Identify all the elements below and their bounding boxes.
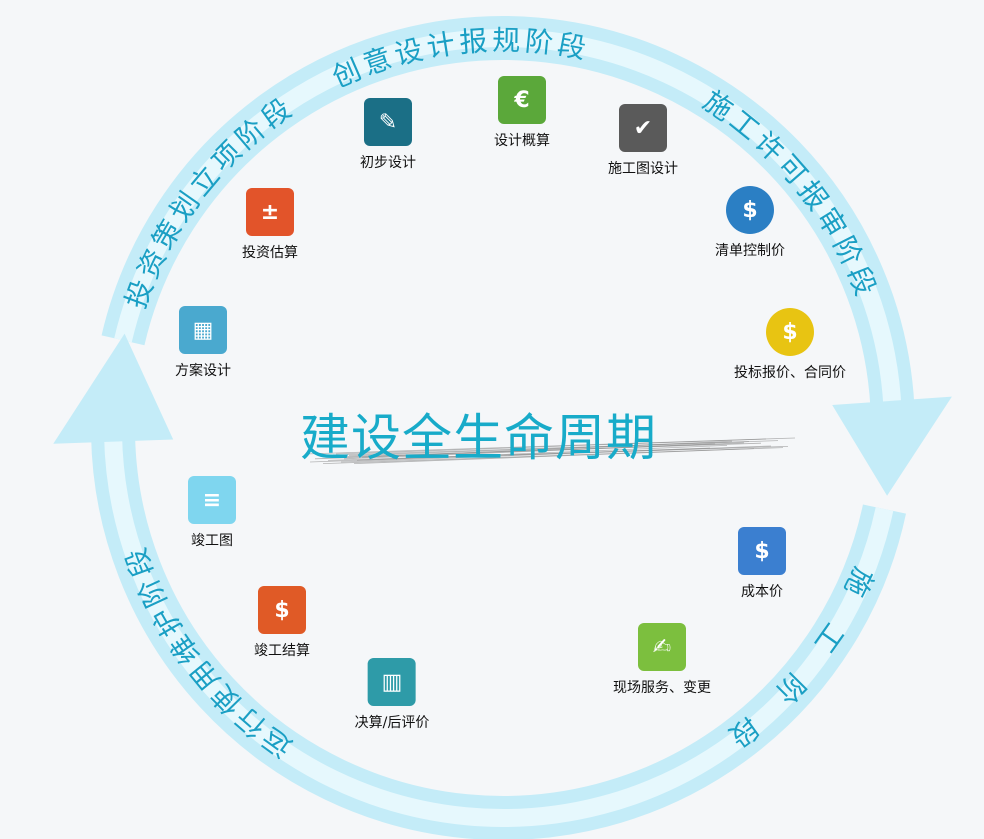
item-label: 清单控制价	[715, 243, 785, 259]
house-dollar-icon: $	[738, 527, 786, 575]
checklist-icon: ✔	[619, 104, 667, 152]
dollar-growth-icon: $	[726, 186, 774, 234]
item-label: 投标报价、合同价	[734, 365, 846, 381]
scribble-stroke	[335, 438, 767, 455]
lifecycle-item: $ 投标报价、合同价	[734, 308, 846, 382]
lifecycle-item: ✍ 现场服务、变更	[613, 623, 711, 697]
item-label: 现场服务、变更	[613, 680, 711, 696]
item-label: 设计概算	[494, 133, 550, 149]
item-label: 初步设计	[360, 155, 416, 171]
scribble-stroke	[327, 446, 789, 461]
check-card-icon: ✍	[638, 623, 686, 671]
building-icon: ▥	[368, 658, 416, 706]
scribble-stroke	[340, 445, 772, 463]
cash-icon: $	[258, 586, 306, 634]
title-underline-scribble	[304, 437, 796, 464]
tools-icon: ✎	[364, 98, 412, 146]
lifecycle-item: $ 竣工结算	[254, 586, 310, 660]
lower-arrowhead	[53, 333, 174, 444]
upper-arc-highlight	[114, 29, 902, 409]
lifecycle-item: ✎ 初步设计	[360, 98, 416, 172]
lifecycle-item: ▦ 方案设计	[175, 306, 231, 380]
lifecycle-item: ± 投资估算	[242, 188, 298, 262]
lifecycle-item: ▥ 决算/后评价	[354, 658, 430, 732]
item-label: 施工图设计	[608, 161, 678, 177]
item-label: 方案设计	[175, 363, 231, 379]
lifecycle-item: € 设计概算	[494, 76, 550, 150]
cubes-icon: ▦	[179, 306, 227, 354]
item-label: 竣工图	[191, 533, 233, 549]
lower-arc-highlight	[104, 434, 894, 827]
dollar-network-icon: $	[766, 308, 814, 356]
phase-label-construction: 施工阶段	[695, 562, 880, 773]
lifecycle-item: ✔ 施工图设计	[608, 104, 678, 178]
lifecycle-item: $ 清单控制价	[715, 186, 785, 260]
item-label: 成本价	[741, 584, 783, 600]
lifecycle-item: $ 成本价	[738, 527, 786, 601]
upper-arrowhead	[832, 396, 952, 496]
item-label: 竣工结算	[254, 643, 310, 659]
lifecycle-item: ≡ 竣工图	[188, 476, 236, 550]
document-icon: ≡	[188, 476, 236, 524]
money-helmet-icon: €	[498, 76, 546, 124]
scribble-stroke	[348, 441, 750, 456]
scribble-stroke	[314, 443, 716, 460]
item-label: 决算/后评价	[354, 715, 430, 731]
item-label: 投资估算	[242, 245, 298, 261]
calculator-icon: ±	[246, 188, 294, 236]
diagram-title: 建设全生命周期	[300, 409, 657, 467]
scribble-stroke	[353, 448, 755, 464]
